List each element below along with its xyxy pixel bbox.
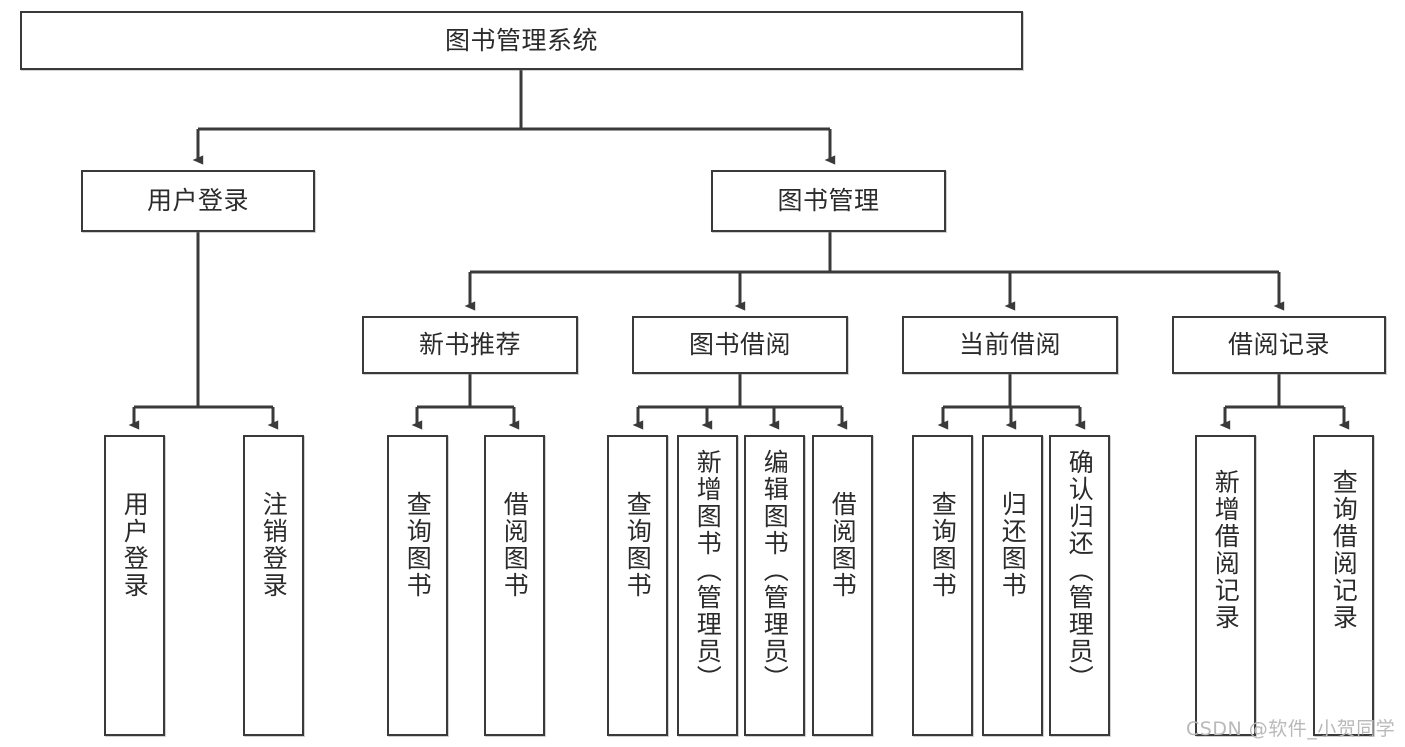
node-user-login[interactable]: 用户登录	[81, 170, 315, 232]
node-label: 当前借阅	[958, 330, 1061, 360]
leaf-return-book[interactable]: 归还图书	[982, 435, 1043, 736]
node-label: 图书管理系统	[444, 25, 598, 55]
node-label: 新增借阅记录	[1211, 469, 1241, 631]
node-current-borrow[interactable]: 当前借阅	[902, 316, 1118, 374]
leaf-edit-book-admin[interactable]: 编辑图书（管理员）	[744, 435, 805, 736]
node-label: 新增图书（管理员）	[693, 449, 723, 692]
node-label: 图书管理	[777, 186, 880, 216]
node-book-management[interactable]: 图书管理	[711, 170, 946, 232]
node-label: 图书借阅	[688, 330, 791, 360]
leaf-query-book-recommendation[interactable]: 查询图书	[387, 435, 448, 736]
leaf-user-login[interactable]: 用户登录	[104, 435, 165, 736]
leaf-query-borrow-record[interactable]: 查询借阅记录	[1313, 435, 1374, 736]
node-label: 归还图书	[998, 491, 1028, 599]
node-label: 查询借阅记录	[1329, 469, 1359, 631]
leaf-add-borrow-record[interactable]: 新增借阅记录	[1195, 435, 1256, 736]
leaf-borrow-book-recommendation[interactable]: 借阅图书	[484, 435, 545, 736]
node-label: 确认归还（管理员）	[1065, 449, 1095, 692]
leaf-confirm-return-admin[interactable]: 确认归还（管理员）	[1049, 435, 1110, 736]
node-label: 查询图书	[623, 491, 653, 599]
node-label: 用户登录	[146, 186, 249, 216]
node-label: 查询图书	[403, 491, 433, 599]
node-book-borrow[interactable]: 图书借阅	[632, 316, 848, 374]
node-new-book-recommendation[interactable]: 新书推荐	[362, 316, 578, 374]
node-label: 查询图书	[928, 491, 958, 599]
node-label: 新书推荐	[418, 330, 521, 360]
node-label: 借阅图书	[500, 491, 530, 599]
node-label: 用户登录	[120, 491, 150, 599]
node-label: 借阅记录	[1227, 330, 1330, 360]
node-label: 借阅图书	[828, 491, 858, 599]
leaf-logout[interactable]: 注销登录	[243, 435, 304, 736]
node-borrow-record[interactable]: 借阅记录	[1172, 316, 1386, 374]
leaf-query-book-current[interactable]: 查询图书	[912, 435, 973, 736]
csdn-watermark: CSDN @软件_小贺同学	[1186, 718, 1396, 740]
node-label: 注销登录	[259, 491, 289, 599]
leaf-query-book-borrow[interactable]: 查询图书	[607, 435, 668, 736]
leaf-add-book-admin[interactable]: 新增图书（管理员）	[677, 435, 738, 736]
leaf-borrow-book[interactable]: 借阅图书	[812, 435, 873, 736]
node-label: 编辑图书（管理员）	[760, 449, 790, 692]
node-root-book-management-system[interactable]: 图书管理系统	[20, 11, 1023, 70]
